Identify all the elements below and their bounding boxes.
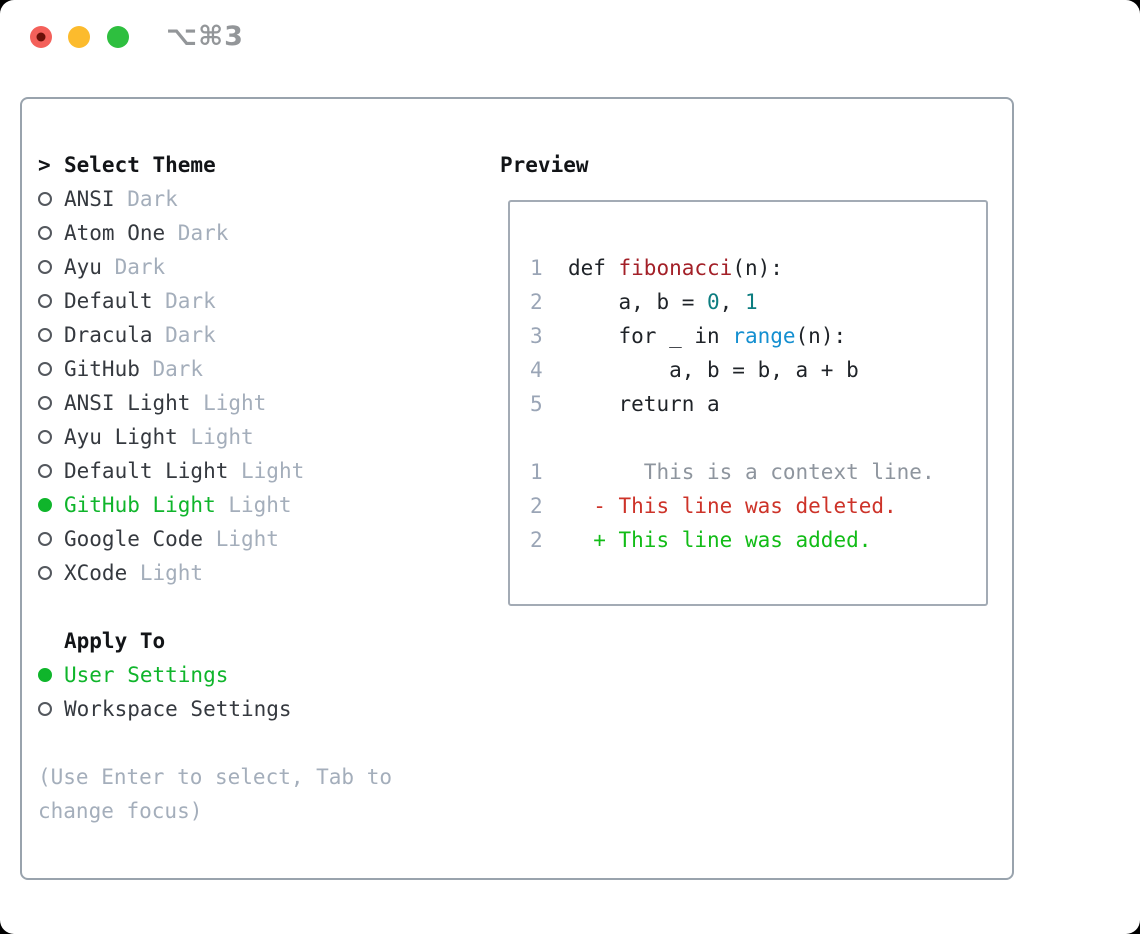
spacer [38,590,392,624]
code-line: 2 a, b = 0, 1 [530,290,758,314]
apply-option-workspace-settings[interactable]: Workspace Settings [38,692,392,726]
radio-icon [38,668,64,682]
radio-icon [38,430,64,444]
radio-icon [38,192,64,206]
theme-variant-tag: Dark [139,357,204,381]
radio-icon [38,294,64,308]
theme-variant-tag: Dark [114,187,178,211]
diff-context-line: 1 This is a context line. [530,460,935,484]
theme-variant-tag: Light [177,425,254,449]
theme-option-atom-one[interactable]: Atom One Dark [38,216,392,250]
radio-icon [38,362,64,376]
help-text-line2: change focus) [38,799,203,823]
code-line: 3 for _ in range(n): [530,324,847,348]
close-modified-dot-icon [36,32,46,42]
code-line: 5 return a [530,392,720,416]
focus-chevron-icon: > [38,153,51,177]
theme-variant-tag: Light [190,391,267,415]
code-line: 4 a, b = b, a + b [530,358,859,382]
diff-added-line: 2 + This line was added. [530,528,872,552]
theme-name-label: Atom One [64,221,166,245]
theme-variant-tag: Dark [152,289,216,313]
theme-variant-tag: Light [203,527,279,551]
theme-name-label: Default [64,289,153,313]
theme-name-label: Dracula [64,323,153,347]
theme-variant-tag: Light [228,459,305,483]
theme-variant-tag: Light [215,493,292,517]
theme-name-label: GitHub Light [64,493,216,517]
radio-icon [38,702,64,716]
theme-name-label: Google Code [64,527,204,551]
theme-option-default-light[interactable]: Default Light Light [38,454,392,488]
select-theme-header: > Select Theme [38,148,392,182]
radio-icon [38,464,64,478]
preview-box: 1 def fibonacci(n): 2 a, b = 0, 1 3 for _ … [508,200,988,606]
radio-icon [38,226,64,240]
help-text-line1: (Use Enter to select, Tab to [38,765,393,789]
preview-lines: 1 def fibonacci(n): 2 a, b = 0, 1 3 for _ … [530,251,986,557]
theme-variant-tag: Dark [101,255,166,279]
theme-option-ayu[interactable]: Ayu Dark [38,250,392,284]
theme-option-ayu-light[interactable]: Ayu Light Light [38,420,392,454]
theme-name-label: XCode [64,561,128,585]
minimize-button[interactable] [68,26,90,48]
radio-icon [38,260,64,274]
zoom-button[interactable] [107,26,129,48]
theme-option-default[interactable]: Default Dark [38,284,392,318]
apply-to-title: Apply To [64,629,166,653]
theme-name-label: ANSI Light [64,391,191,415]
theme-variant-tag: Dark [152,323,216,347]
theme-name-label: ANSI [64,187,115,211]
theme-variant-tag: Light [127,561,204,585]
theme-option-github[interactable]: GitHub Dark [38,352,392,386]
theme-name-label: Ayu Light [64,425,178,449]
select-theme-title: Select Theme [64,153,216,177]
code-line: 1 def fibonacci(n): [530,256,783,280]
theme-name-label: Default Light [64,459,229,483]
theme-option-xcode[interactable]: XCode Light [38,556,392,590]
apply-to-header: Apply To [38,624,392,658]
radio-icon [38,566,64,580]
theme-option-ansi[interactable]: ANSI Dark [38,182,392,216]
diff-deleted-line: 2 - This line was deleted. [530,494,897,518]
theme-option-github-light[interactable]: GitHub Light Light [38,488,392,522]
close-button[interactable] [30,26,52,48]
spacer [38,726,392,760]
radio-icon [38,532,64,546]
apply-name-label: Workspace Settings [64,697,292,721]
theme-name-label: GitHub [64,357,140,381]
window-shortcut-label: ⌥⌘3 [166,21,244,52]
blank-line [530,421,986,455]
apply-name-label: User Settings [64,663,229,687]
theme-option-ansi-light[interactable]: ANSI Light Light [38,386,392,420]
preview-title: Preview [500,153,589,177]
radio-icon [38,396,64,410]
theme-name-label: Ayu [64,255,102,279]
theme-variant-tag: Dark [165,221,229,245]
radio-icon [38,498,64,512]
apply-option-user-settings[interactable]: User Settings [38,658,392,692]
theme-option-google-code[interactable]: Google Code Light [38,522,392,556]
radio-icon [38,328,64,342]
theme-option-dracula[interactable]: Dracula Dark [38,318,392,352]
